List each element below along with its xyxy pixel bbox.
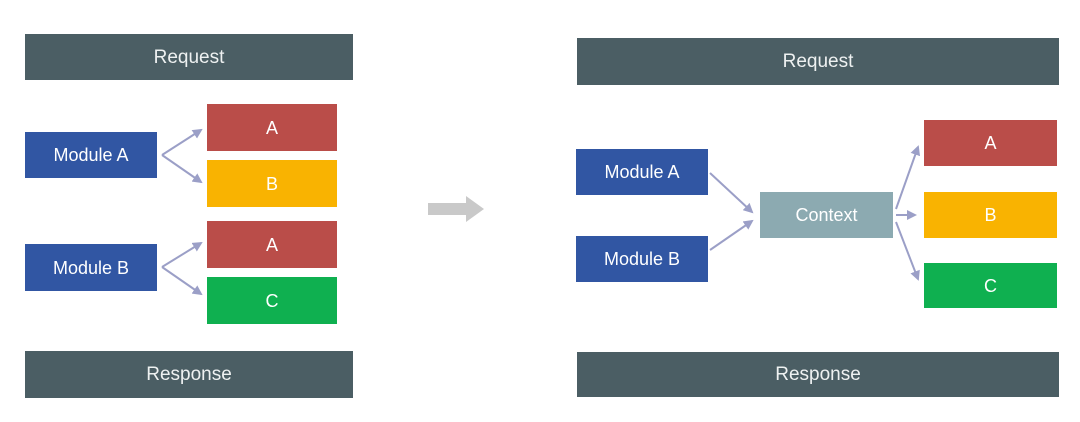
right-context-box: Context [760,192,893,238]
left-item-a-top: A [207,104,337,151]
right-module-b-to-context-arrow [709,219,754,251]
left-module-a-to-item-a-arrow [161,128,203,156]
right-response-bar: Response [577,352,1059,397]
right-module-a: Module A [576,149,708,195]
left-item-b: B [207,160,337,207]
right-context-to-item-c-arrow [895,221,920,281]
right-item-b: B [924,192,1057,238]
right-module-a-to-context-arrow [709,172,754,214]
left-module-b-to-item-a-arrow [161,241,203,268]
right-context-to-item-a-arrow [895,145,921,210]
left-item-c: C [207,277,337,324]
right-request-bar: Request [577,38,1059,85]
right-item-a: A [924,120,1057,166]
left-item-a-bottom: A [207,221,337,268]
right-item-c: C [924,263,1057,308]
left-module-b-to-item-c-arrow [161,266,203,296]
left-response-bar: Response [25,351,353,398]
left-request-bar: Request [25,34,353,80]
right-module-b: Module B [576,236,708,282]
left-module-b: Module B [25,244,157,291]
left-module-a: Module A [25,132,157,178]
transform-arrow-icon [428,196,484,222]
left-module-a-to-item-b-arrow [161,154,203,184]
